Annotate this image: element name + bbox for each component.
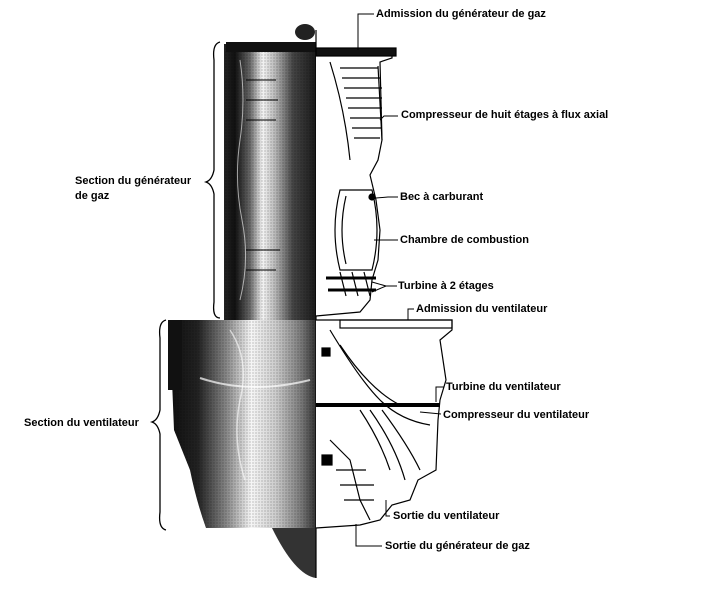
label-fan-section: Section du ventilateur xyxy=(24,417,139,429)
leader-fan-intake xyxy=(407,308,414,320)
leader-turbine xyxy=(371,281,397,293)
label-compressor: Compresseur de huit étages à flux axial xyxy=(401,109,609,121)
leader-lines xyxy=(355,13,444,547)
label-turbine-2-stage: Turbine à 2 étages xyxy=(398,280,494,292)
label-gas-generator-section-line1: Section du générateur xyxy=(75,175,192,187)
engine-cutaway-interior xyxy=(315,30,453,578)
label-fan-intake: Admission du ventilateur xyxy=(416,303,548,315)
leader-gas-generator-intake xyxy=(357,13,374,50)
label-gas-generator-section-line2: de gaz xyxy=(75,190,110,202)
section-braces xyxy=(149,41,221,531)
fan-section-brace xyxy=(149,319,167,531)
leader-fan-outlet xyxy=(385,500,390,517)
leader-fan-compressor xyxy=(419,411,442,415)
gas-generator-exterior xyxy=(224,24,316,320)
label-fuel-nozzle: Bec à carburant xyxy=(400,191,484,203)
label-fan-compressor: Compresseur du ventilateur xyxy=(443,409,590,421)
leader-fan-turbine xyxy=(435,386,444,402)
leader-gas-generator-outlet xyxy=(355,524,382,547)
label-gas-generator-outlet: Sortie du générateur de gaz xyxy=(385,540,530,552)
label-fan-turbine: Turbine du ventilateur xyxy=(446,381,561,393)
label-gas-generator-intake: Admission du générateur de gaz xyxy=(376,8,546,20)
gas-generator-brace xyxy=(203,41,221,319)
label-combustion-chamber: Chambre de combustion xyxy=(400,234,529,246)
leader-compressor xyxy=(379,115,398,121)
fan-section-exterior xyxy=(168,320,316,578)
label-fan-outlet: Sortie du ventilateur xyxy=(393,510,500,522)
leader-fuel-nozzle xyxy=(375,196,398,199)
